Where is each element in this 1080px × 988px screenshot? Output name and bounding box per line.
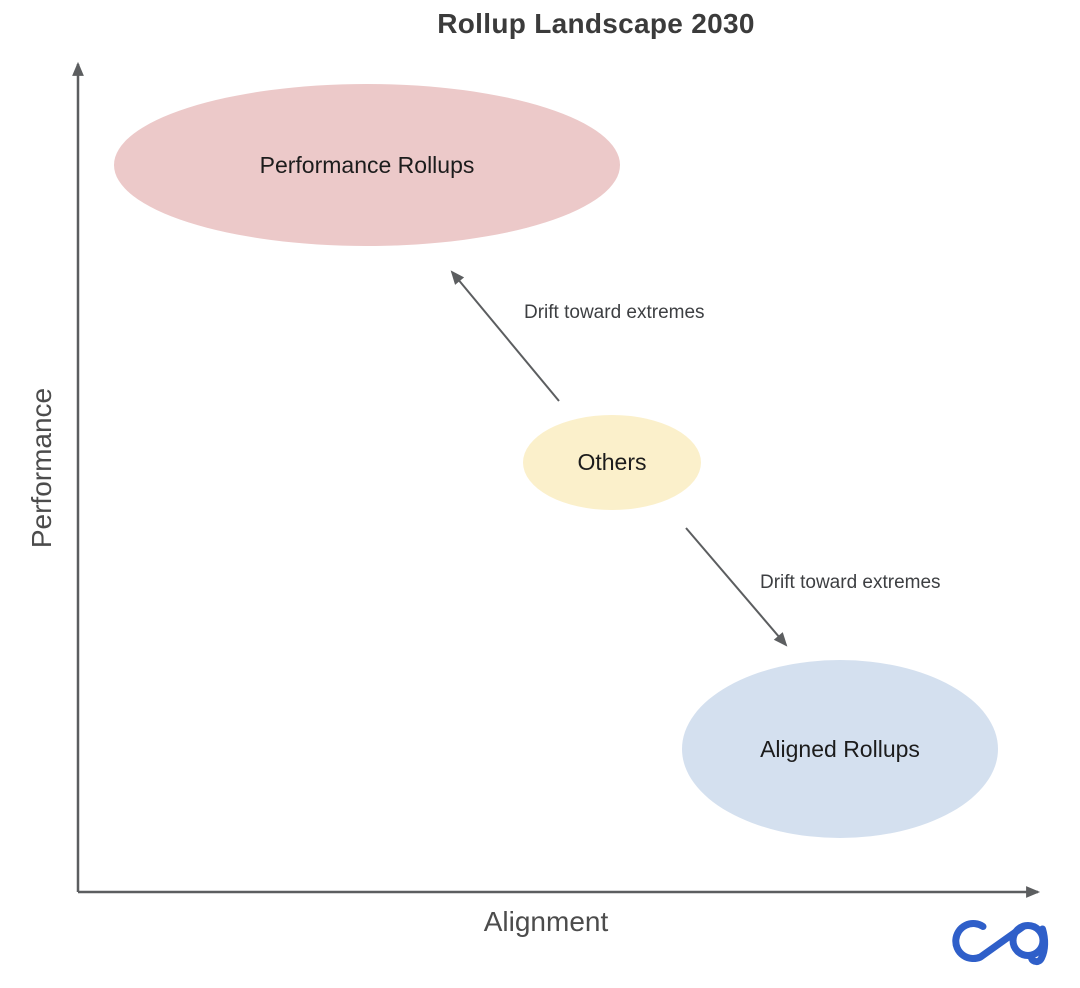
ellipse-others: Others <box>523 415 701 510</box>
drift-arrow-down-icon <box>685 527 788 647</box>
diagram-title: Rollup Landscape 2030 <box>437 8 755 39</box>
y-axis-label: Performance <box>26 387 57 549</box>
ellipse-others-label: Others <box>577 449 647 475</box>
ellipse-aligned-rollups: Aligned Rollups <box>682 660 998 838</box>
x-axis-label: Alignment <box>483 906 609 937</box>
ca-logo <box>952 920 1049 966</box>
ellipse-performance-rollups-label: Performance Rollups <box>259 151 475 178</box>
ellipse-performance-rollups: Performance Rollups <box>114 84 620 246</box>
drift-label-lower: Drift toward extremes <box>760 572 941 593</box>
ca-logo-glyph <box>952 920 1049 966</box>
drift-arrow-up-icon <box>450 270 560 402</box>
drift-label-upper: Drift toward extremes <box>524 302 705 323</box>
ellipse-aligned-rollups-label: Aligned Rollups <box>760 735 920 762</box>
